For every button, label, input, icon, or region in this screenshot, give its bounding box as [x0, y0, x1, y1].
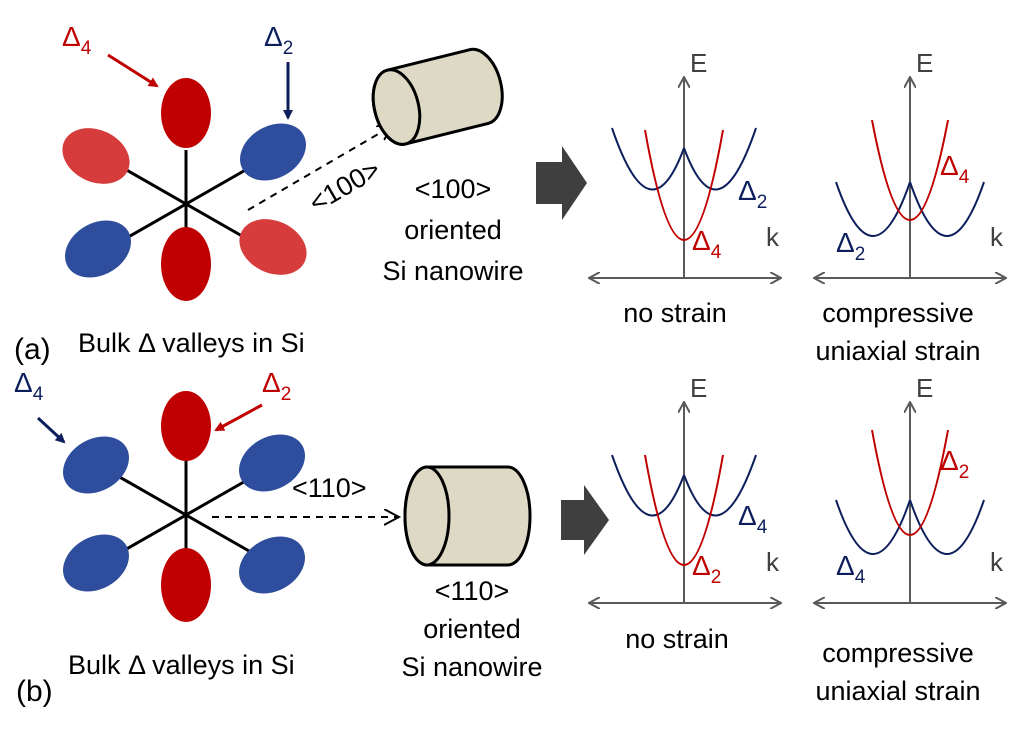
nanowire-cylinder-b [403, 465, 532, 567]
band-label-blue: Δ4 [836, 550, 866, 588]
plot-title: no strain [625, 624, 729, 654]
e-axis-label: E [690, 373, 707, 403]
wire-caption-line2-b: oriented [423, 614, 521, 644]
block-arrow-a [536, 146, 587, 220]
panel-label-b: (b) [16, 675, 53, 708]
e-axis-label: E [916, 373, 933, 403]
k-axis-label: k [990, 547, 1004, 577]
delta2-label-a: Δ2 [264, 21, 293, 59]
valley-ellipse [65, 220, 131, 278]
valley-ellipse [161, 78, 211, 148]
band-label-red: Δ2 [940, 445, 969, 483]
valley-ellipse [62, 128, 130, 184]
panel-b: Δ4 Δ2 <110> <110> oriented Si nanowire (… [14, 367, 1005, 708]
band-plot-b-right: E k Δ2 Δ4 compressive uniaxial strain [815, 373, 1005, 706]
valley-ellipse [63, 436, 129, 494]
k-axis-label: k [766, 547, 780, 577]
wire-caption-line3-b: Si nanowire [401, 652, 542, 682]
direction-label-b: <110> [292, 473, 367, 503]
valley-ellipse [161, 391, 211, 461]
band-plot-a-right: E k Δ4 Δ2 compressive uniaxial strain [815, 48, 1005, 366]
delta2-label-b: Δ2 [262, 367, 291, 405]
plot-title-line2: uniaxial strain [815, 676, 980, 706]
e-axis-label: E [916, 48, 933, 78]
panel-caption-a: Bulk Δ valleys in Si [78, 328, 305, 358]
band-label-red: Δ2 [692, 550, 721, 588]
delta4-label-a: Δ4 [62, 21, 92, 59]
wire-caption-line2-a: oriented [404, 215, 502, 245]
valley-ellipse [63, 534, 129, 592]
delta4-pointer-arrow [107, 53, 159, 88]
wire-caption-line3-a: Si nanowire [382, 256, 523, 286]
band-label-blue: Δ2 [836, 227, 865, 265]
band-plot-a-left: E k Δ2 Δ4 no strain [590, 48, 780, 328]
plot-title-line2: uniaxial strain [815, 336, 980, 366]
band-label-blue: Δ4 [738, 500, 768, 538]
panel-label-a: (a) [14, 333, 51, 366]
k-axis-label: k [766, 222, 780, 252]
panel-caption-b: Bulk Δ valleys in Si [68, 650, 295, 680]
valley-ellipse [161, 548, 211, 622]
e-axis-label: E [690, 48, 707, 78]
valley-ellipse [240, 123, 306, 181]
direction-label-a: <100> [304, 154, 385, 218]
band-label-red: Δ4 [940, 150, 970, 188]
valley-ellipse [161, 227, 211, 301]
delta2-pointer-arrow [214, 403, 263, 432]
k-axis-label: k [990, 222, 1004, 252]
wire-caption-line1-b: <110> [435, 576, 510, 606]
valley-ellipse [239, 219, 307, 275]
valley-ellipse [239, 434, 305, 492]
direction-arrow-a [247, 126, 392, 211]
band-plot-b-left: E k Δ4 Δ2 no strain [590, 373, 780, 654]
panel-a: Δ4 Δ2 <100> <100> oriented Si nanowire (… [14, 21, 1005, 366]
valley-ellipse [239, 536, 305, 594]
delta4-label-b: Δ4 [14, 367, 44, 405]
block-arrow-b [561, 485, 609, 555]
wire-caption-line1-a: <100> [415, 174, 492, 204]
band-label-red: Δ4 [692, 225, 722, 263]
plot-title: no strain [623, 298, 727, 328]
band-label-blue: Δ2 [738, 175, 767, 213]
plot-title-line1: compressive [822, 638, 974, 668]
plot-title-line1: compressive [822, 298, 974, 328]
nanowire-cylinder-a [371, 47, 504, 146]
delta4-pointer-arrow [36, 416, 66, 444]
